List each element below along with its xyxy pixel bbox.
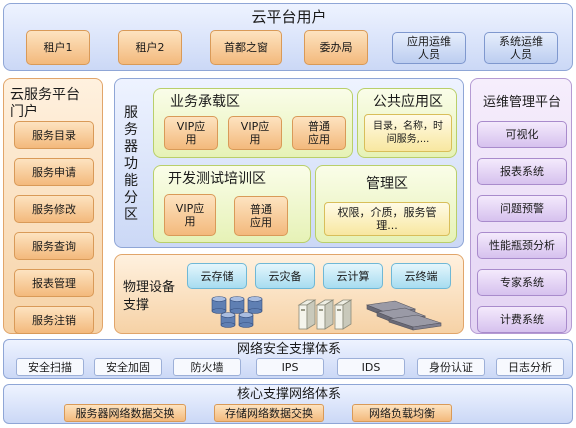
- core-storage-data-exchange: 存储网络数据交换: [214, 404, 324, 422]
- core-load-balancing: 网络负载均衡: [352, 404, 452, 422]
- portal-title: 云服务平台门户: [10, 87, 80, 120]
- cloud-storage: 云存储: [187, 263, 247, 289]
- security-panel: 网络安全支撑体系 安全扫描 安全加固 防火墙 IPS IDS 身份认证 日志分析: [3, 339, 573, 379]
- ops-title: 运维管理平台: [482, 95, 561, 110]
- portal-service-query: 服务查询: [14, 232, 94, 260]
- management-zone-title: 管理区: [366, 176, 408, 192]
- security-log-analysis: 日志分析: [496, 358, 564, 376]
- core-network-title: 核心支撑网络体系: [236, 387, 341, 402]
- security-ids: IDS: [337, 358, 405, 376]
- user-beijing-portal: 首都之窗: [210, 30, 282, 65]
- physical-support-panel: 物理设备支撑 云存储 云灾备 云计算 云终端: [114, 254, 464, 334]
- ops-bottleneck-analysis: 性能瓶颈分析: [477, 232, 567, 259]
- server-zone-panel: 服务器功能分区 业务承载区 VIP应用 VIP应用 普通应用 公共应用区 目录，…: [114, 78, 464, 248]
- public-app-zone-title: 公共应用区: [373, 94, 443, 110]
- rack-servers-icon: [365, 300, 442, 331]
- dev-test-zone-title: 开发测试培训区: [168, 171, 266, 187]
- server-towers-icon: [297, 299, 353, 330]
- ops-problem-alert: 问题预警: [477, 195, 567, 222]
- cloud-users-panel: 云平台用户 租户1 租户2 首都之窗 委办局 应用运维人员 系统运维人员: [3, 3, 573, 71]
- cloud-terminal: 云终端: [391, 263, 451, 289]
- business-vip-app-1: VIP应用: [164, 116, 218, 150]
- public-app-services: 目录，名称，时间服务,...: [364, 114, 452, 152]
- ops-report-system: 报表系统: [477, 158, 567, 185]
- portal-service-modify: 服务修改: [14, 195, 94, 223]
- cloud-backup: 云灾备: [255, 263, 315, 289]
- security-scan: 安全扫描: [16, 358, 84, 376]
- security-firewall: 防火墙: [173, 358, 241, 376]
- ops-expert-system: 专家系统: [477, 269, 567, 296]
- user-tenant-1: 租户1: [26, 30, 90, 65]
- user-commissions: 委办局: [304, 30, 368, 65]
- dev-vip-app: VIP应用: [164, 194, 216, 236]
- physical-support-title: 物理设备支撑: [123, 280, 176, 313]
- cloud-users-title: 云平台用户: [251, 8, 327, 26]
- dev-normal-app: 普通应用: [234, 196, 288, 236]
- security-ips: IPS: [256, 358, 324, 376]
- ops-visualization: 可视化: [477, 121, 567, 148]
- user-app-ops: 应用运维人员: [392, 32, 466, 64]
- user-sys-ops: 系统运维人员: [484, 32, 558, 64]
- server-zone-title: 服务器功能分区: [124, 105, 138, 223]
- storage-devices-icon: [211, 296, 263, 328]
- security-title: 网络安全支撑体系: [236, 342, 341, 357]
- cloud-computing: 云计算: [323, 263, 383, 289]
- business-normal-app: 普通应用: [292, 116, 346, 150]
- ops-panel: 运维管理平台 可视化 报表系统 问题预警 性能瓶颈分析 专家系统 计费系统: [470, 78, 572, 334]
- portal-service-catalog: 服务目录: [14, 121, 94, 149]
- business-vip-app-2: VIP应用: [228, 116, 282, 150]
- security-auth: 身份认证: [417, 358, 485, 376]
- dev-test-zone: 开发测试培训区 VIP应用 普通应用: [153, 165, 311, 243]
- security-hardening: 安全加固: [94, 358, 162, 376]
- user-tenant-2: 租户2: [118, 30, 182, 65]
- public-app-zone: 公共应用区 目录，名称，时间服务,...: [357, 88, 457, 158]
- portal-service-request: 服务申请: [14, 158, 94, 186]
- management-services: 权限，介质，服务管理...: [324, 202, 450, 236]
- core-network-panel: 核心支撑网络体系 服务器网络数据交换 存储网络数据交换 网络负载均衡: [3, 384, 573, 424]
- portal-panel: 云服务平台门户 服务目录 服务申请 服务修改 服务查询 报表管理 服务注销: [3, 78, 103, 334]
- management-zone: 管理区 权限，介质，服务管理...: [315, 165, 457, 243]
- ops-billing-system: 计费系统: [477, 306, 567, 333]
- portal-report-management: 报表管理: [14, 269, 94, 297]
- core-server-data-exchange: 服务器网络数据交换: [64, 404, 186, 422]
- business-zone-title: 业务承载区: [170, 94, 240, 110]
- business-zone: 业务承载区 VIP应用 VIP应用 普通应用: [153, 88, 353, 158]
- portal-service-cancel: 服务注销: [14, 306, 94, 334]
